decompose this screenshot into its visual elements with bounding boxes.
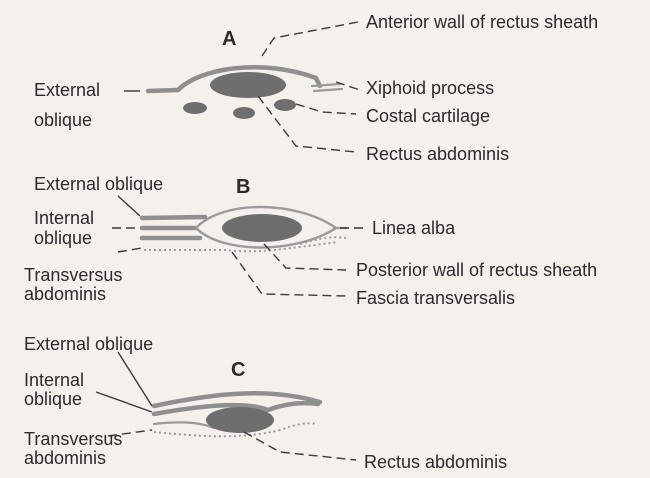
- panel-b-external-leader: [118, 196, 140, 216]
- panel-a-xiphoid-label: Xiphoid process: [366, 78, 494, 98]
- panel-b: B External oblique Internal oblique Line…: [24, 174, 597, 308]
- panel-b-fascia-leader: [232, 252, 346, 296]
- panel-a-costal-label: Costal cartilage: [366, 106, 490, 126]
- panel-a-letter: A: [222, 28, 236, 50]
- panel-c-letter: C: [231, 359, 245, 381]
- panel-c-transversus-label-line2: abdominis: [24, 448, 106, 468]
- panel-b-fascia-label: Fascia transversalis: [356, 288, 515, 308]
- panel-c-external-label: External oblique: [24, 334, 153, 354]
- panel-a-costal-leader: [296, 104, 356, 114]
- panel-c-transversus-shape: [154, 422, 214, 428]
- panel-a-xiphoid-shape: [312, 84, 342, 91]
- panel-b-transversus-label-line2: abdominis: [24, 284, 106, 304]
- panel-c-rectus-shape: [206, 407, 274, 433]
- panel-a-anterior-wall-label: Anterior wall of rectus sheath: [366, 12, 598, 32]
- panel-a: A Anterior wall of rectus sheath Externa…: [34, 12, 598, 164]
- panel-a-rectus-label: Rectus abdominis: [366, 144, 509, 164]
- panel-a-anterior-wall-leader: [262, 22, 358, 56]
- panel-b-internal-label-line1: Internal: [34, 208, 94, 228]
- panel-a-external-oblique-shape: [148, 90, 178, 91]
- panel-a-costal-cartilage-right: [274, 99, 296, 111]
- panel-a-rectus-shape: [210, 72, 286, 98]
- panel-c-internal-leader: [96, 392, 152, 412]
- panel-b-posterior-wall-label: Posterior wall of rectus sheath: [356, 260, 597, 280]
- panel-b-letter: B: [236, 176, 250, 198]
- panel-a-external-label-line2: oblique: [34, 110, 92, 130]
- panel-a-costal-cartilage-middle: [233, 107, 255, 119]
- panel-c-internal-label-line2: oblique: [24, 389, 82, 409]
- panel-b-rectus-shape: [222, 214, 302, 242]
- panel-b-transversus-leader: [118, 248, 142, 252]
- panel-b-internal-label-line2: oblique: [34, 228, 92, 248]
- panel-c-rectus-label: Rectus abdominis: [364, 452, 507, 472]
- panel-c-external-leader: [118, 352, 152, 406]
- panel-b-transversus-label-line1: Transversus: [24, 265, 122, 285]
- panel-c-transversus-label-line1: Transversus: [24, 429, 122, 449]
- panel-b-linea-alba-label: Linea alba: [372, 218, 456, 238]
- panel-c: C External oblique Internal oblique Tran…: [24, 334, 507, 472]
- panel-c-rectus-leader: [244, 432, 356, 460]
- panel-a-external-label-line1: External: [34, 80, 100, 100]
- panel-a-costal-cartilage-left: [183, 102, 207, 114]
- panel-b-external-oblique-shape: [142, 217, 205, 218]
- panel-b-external-label: External oblique: [34, 174, 163, 194]
- panel-c-internal-label-line1: Internal: [24, 370, 84, 390]
- panel-a-rectus-leader: [258, 96, 356, 152]
